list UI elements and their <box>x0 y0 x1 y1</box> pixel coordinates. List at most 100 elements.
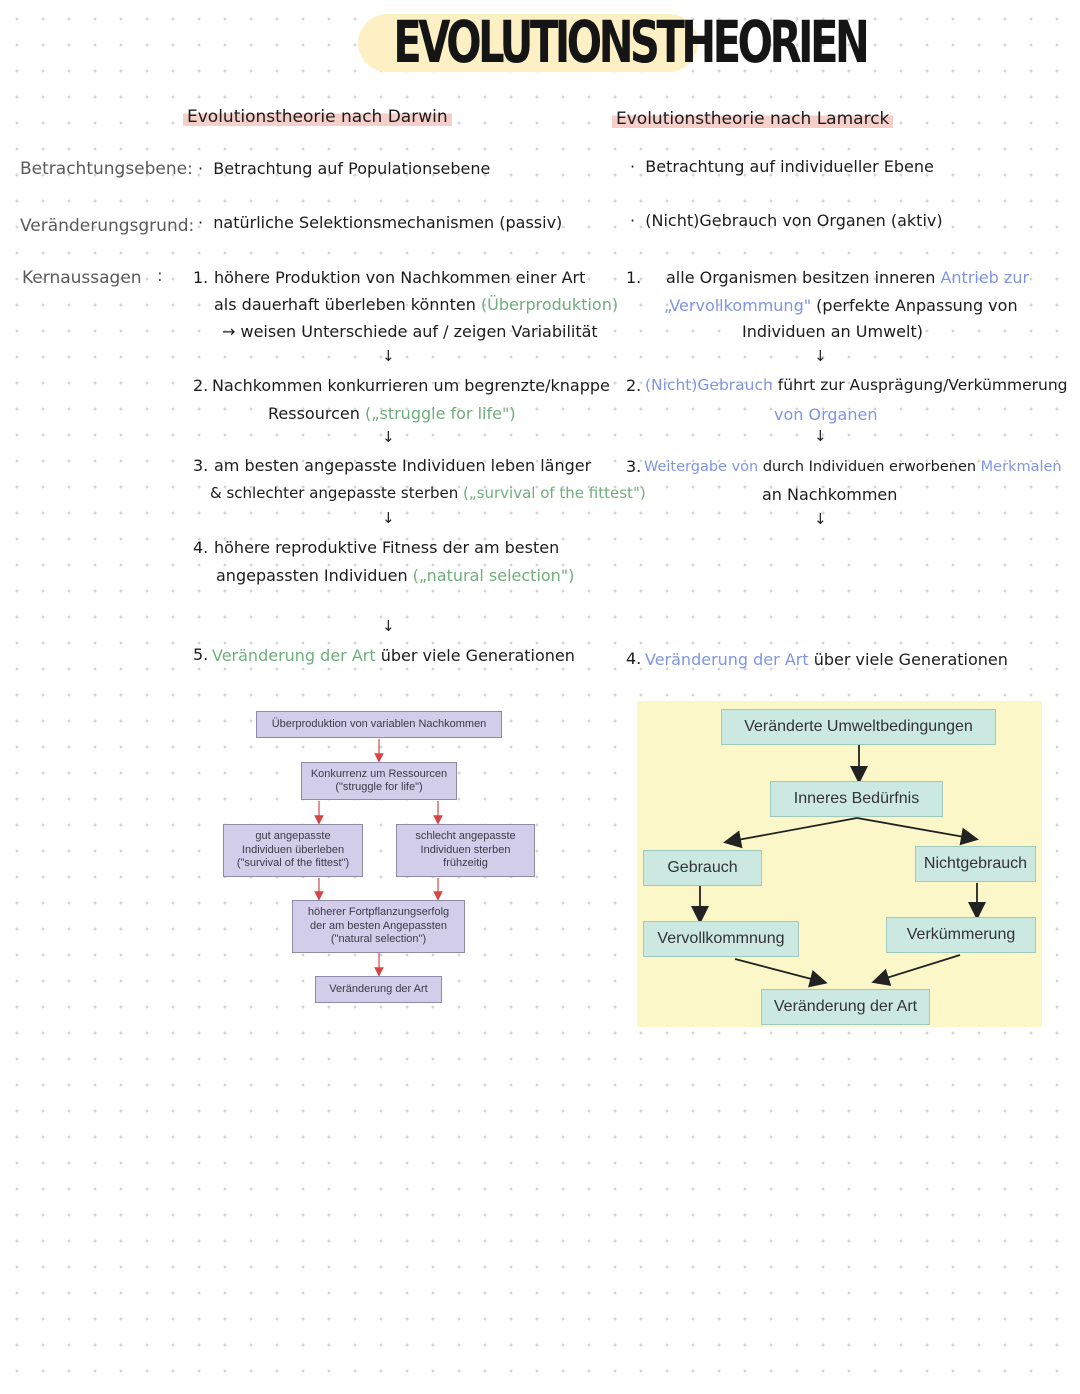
lamarck-box-veraenderung: Veränderung der Art <box>761 989 930 1025</box>
darwin-point-5-line: Veränderung der Art über viele Generatio… <box>212 642 575 669</box>
lamarck-nichtgebrauch: (Nicht)Gebrauch <box>645 376 773 394</box>
darwin-point-5-number: 5. <box>193 645 209 664</box>
darwin-point-4-line-1: höhere reproduktive Fitness der am beste… <box>214 538 560 557</box>
darwin-point-2-line-2: Ressourcen („struggle for life") <box>268 400 516 427</box>
lamarck-point-4-number: 4. <box>626 649 642 668</box>
darwin-betrachtung-text: Betrachtung auf Populationsebene <box>213 159 491 178</box>
darwin-veraenderung-der-art: Veränderung der Art <box>212 646 376 665</box>
lamarck-merkmalen: Merkmalen <box>980 459 1062 475</box>
down-arrow-icon: ↓ <box>814 347 827 365</box>
darwin-box-konkurrenz: Konkurrenz um Ressourcen ("struggle for … <box>301 762 457 800</box>
lamarck-point-1-number: 1. <box>626 268 642 287</box>
darwin-box-schlecht-angepasste: schlecht angepasste Individuen sterben f… <box>396 824 535 877</box>
box-line: gut angepasste <box>255 830 331 843</box>
down-arrow-icon: ↓ <box>382 509 395 527</box>
darwin-point-3-number: 3. <box>193 456 209 475</box>
box-line: Individuen überleben <box>241 843 345 856</box>
darwin-grund-text: natürliche Selektionsmechanismen (passiv… <box>213 213 563 232</box>
lamarck-point-3-text: durch Individuen erworbenen <box>762 459 977 475</box>
box-line: Konkurrenz um Ressourcen <box>310 767 448 780</box>
down-arrow-icon: ↓ <box>814 427 827 445</box>
lamarck-box-vervollkommnung: Vervollkommnung <box>643 921 799 957</box>
darwin-point-3-line-2: & schlechter angepasste sterben („surviv… <box>210 480 646 507</box>
lamarck-box-nichtgebrauch: Nichtgebrauch <box>915 846 1036 882</box>
darwin-ressourcen: Ressourcen <box>268 404 360 423</box>
bullet: · <box>630 157 636 176</box>
lamarck-box-verkuemmerung: Verkümmerung <box>886 917 1036 953</box>
down-arrow-icon: ↓ <box>382 428 395 446</box>
lamarck-point-2-text: führt zur Ausprägung/Verkümmerung <box>777 376 1068 394</box>
lamarck-diagram-arrows <box>691 745 986 988</box>
darwin-point-4-line-2: angepassten Individuen („natural selecti… <box>216 562 574 589</box>
darwin-point-5-text: über viele Generationen <box>380 646 575 665</box>
box-line: frühzeitig <box>443 857 488 870</box>
darwin-survival-of-the-fittest: („survival of the fittest") <box>463 484 646 502</box>
darwin-diagram-arrows <box>314 739 443 977</box>
bullet: · <box>198 159 204 178</box>
darwin-point-2-line-1: Nachkommen konkurrieren um begrenzte/kna… <box>212 376 610 395</box>
box-line: ("struggle for life") <box>335 781 423 793</box>
lamarck-antrieb-zur: Antrieb zur <box>940 268 1030 287</box>
box-line: schlecht angepasste <box>415 830 516 843</box>
darwin-point-4-text: angepassten Individuen <box>216 566 408 585</box>
box-line: der am besten Angepassten <box>310 919 447 932</box>
label-kernaussagen: Kernaussagen <box>22 268 142 288</box>
lamarck-box-inneres-beduerfnis: Inneres Bedürfnis <box>770 781 943 817</box>
label-kernaussagen-colon: : <box>157 266 163 286</box>
down-arrow-icon: ↓ <box>382 617 395 635</box>
lamarck-point-3-line-1: Weitergabe von durch Individuen erworben… <box>644 454 1062 481</box>
down-arrow-icon: ↓ <box>814 510 827 528</box>
lamarck-point-1-line-3: Individuen an Umwelt) <box>742 322 923 341</box>
box-line: ("natural selection") <box>330 933 427 946</box>
lamarck-box-gebrauch: Gebrauch <box>643 850 762 886</box>
label-veraenderungsgrund: Veränderungsgrund: <box>20 216 195 236</box>
lamarck-point-3-number: 3. <box>626 457 642 476</box>
lamarck-betrachtung-text: Betrachtung auf individueller Ebene <box>645 157 934 176</box>
darwin-box-ueberproduktion: Überproduktion von variablen Nachkommen <box>256 711 502 738</box>
lamarck-heading: Evolutionstheorie nach Lamarck <box>612 108 894 130</box>
darwin-point-1-line-3: → weisen Unterschiede auf / zeigen Varia… <box>222 322 598 341</box>
lamarck-veraenderung-der-art: Veränderung der Art <box>645 650 809 669</box>
lamarck-diagram: Veränderte Umweltbedingungen Inneres Bed… <box>637 701 1042 1027</box>
darwin-point-3-line-1: am besten angepasste Individuen leben lä… <box>214 456 592 475</box>
down-arrow-icon: ↓ <box>382 347 395 365</box>
darwin-natural-selection: („natural selection") <box>412 566 575 585</box>
darwin-heading: Evolutionstheorie nach Darwin <box>183 106 452 128</box>
lamarck-betrachtung: · Betrachtung auf individueller Ebene <box>630 153 934 180</box>
lamarck-point-2-line-1: (Nicht)Gebrauch führt zur Ausprägung/Ver… <box>645 372 1068 399</box>
lamarck-vervollkommung: „Vervollkommung" <box>664 296 812 315</box>
bullet: · <box>630 211 636 230</box>
darwin-point-4-number: 4. <box>193 538 209 557</box>
page-title: EVOLUTIONSTHEORIEN <box>393 8 870 76</box>
darwin-point-1-number: 1. <box>193 268 209 287</box>
darwin-ueberproduktion: (Überproduktion) <box>480 295 619 314</box>
darwin-box-gut-angepasste: gut angepasste Individuen überleben ("su… <box>223 824 363 877</box>
lamarck-point-1-text-2: (perfekte Anpassung von <box>816 296 1018 315</box>
darwin-point-2-number: 2. <box>193 376 209 395</box>
darwin-point-1-line-1: höhere Produktion von Nachkommen einer A… <box>214 268 586 287</box>
bullet: · <box>198 213 204 232</box>
lamarck-point-3-line-2: an Nachkommen <box>762 485 898 504</box>
darwin-box-fortpflanzungserfolg: höherer Fortpflanzungserfolg der am best… <box>292 900 465 953</box>
title-highlight <box>358 14 698 72</box>
lamarck-point-1-text: alle Organismen besitzen inneren <box>666 268 936 287</box>
darwin-point-1-line-2: als dauerhaft überleben könnten (Überpro… <box>214 291 618 318</box>
lamarck-point-1-line-2: „Vervollkommung" (perfekte Anpassung von <box>664 292 1018 319</box>
darwin-struggle-for-life: („struggle for life") <box>364 404 516 423</box>
lamarck-point-1-line-1: alle Organismen besitzen inneren Antrieb… <box>666 264 1029 291</box>
lamarck-point-2-number: 2. <box>626 376 642 395</box>
lamarck-point-4-text: über viele Generationen <box>813 650 1008 669</box>
lamarck-box-umweltbedingungen: Veränderte Umweltbedingungen <box>721 709 996 745</box>
lamarck-von-organen: von Organen <box>774 405 878 424</box>
darwin-grund: · natürliche Selektionsmechanismen (pass… <box>198 209 562 236</box>
darwin-point-3-text: & schlechter angepasste sterben <box>210 484 459 502</box>
box-line: Individuen sterben <box>420 843 511 856</box>
darwin-point-1-text: als dauerhaft überleben könnten <box>214 295 476 314</box>
box-line: höherer Fortpflanzungserfolg <box>307 906 450 919</box>
lamarck-grund: · (Nicht)Gebrauch von Organen (aktiv) <box>630 207 943 234</box>
darwin-box-veraenderung: Veränderung der Art <box>315 976 442 1003</box>
lamarck-grund-text: (Nicht)Gebrauch von Organen (aktiv) <box>645 211 943 230</box>
label-betrachtungsebene: Betrachtungsebene: <box>20 159 193 179</box>
darwin-diagram: Überproduktion von variablen Nachkommen … <box>215 705 545 1015</box>
lamarck-weitergabe-von: Weitergabe von <box>644 459 759 475</box>
